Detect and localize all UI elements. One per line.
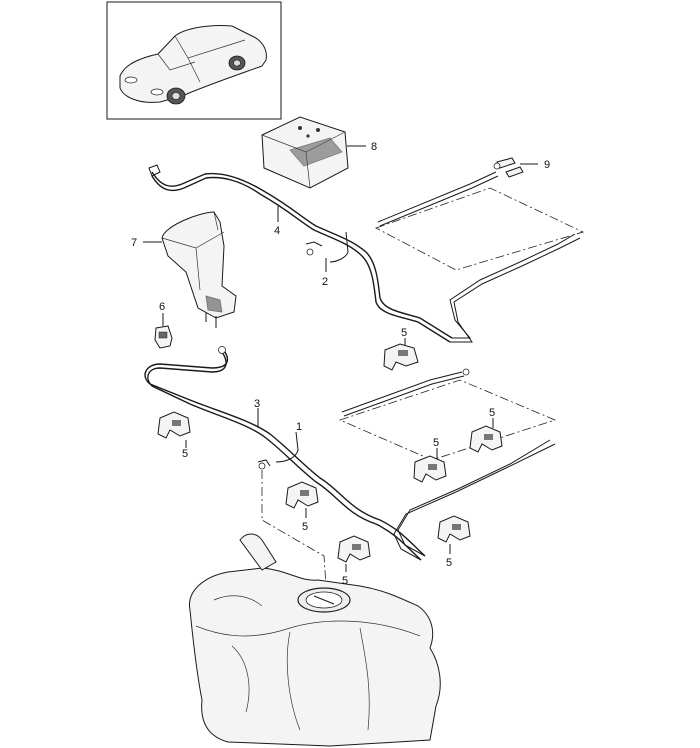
callout-5-right-a: 5 <box>433 437 439 449</box>
fuel-line-lower <box>144 346 556 561</box>
dashed-panel-upper <box>375 171 585 271</box>
clip-5-left <box>157 411 191 448</box>
vehicle-thumbnail <box>106 1 282 120</box>
callout-2: 2 <box>322 276 328 288</box>
dashed-panel-middle <box>338 368 557 461</box>
connector-part-1 <box>257 431 327 587</box>
clip-5-lower-center <box>337 535 371 572</box>
callout-5-right-c: 5 <box>446 557 452 569</box>
callout-8: 8 <box>371 141 377 153</box>
callout-3: 3 <box>254 398 260 410</box>
callout-9: 9 <box>544 159 550 171</box>
connector-pieces <box>493 157 538 178</box>
activated-charcoal-canister <box>143 211 237 328</box>
fuel-filter-box <box>261 116 366 189</box>
callout-5-lower-center: 5 <box>342 575 348 587</box>
clip-5-right-a <box>413 448 447 483</box>
callout-5-left: 5 <box>182 448 188 460</box>
clip-5-upper <box>383 338 419 371</box>
callout-6: 6 <box>159 301 165 313</box>
callout-labels: 1 2 3 4 5 5 5 5 5 5 5 6 7 8 9 <box>131 141 550 587</box>
fuel-line-upper <box>148 164 581 343</box>
fuel-tank <box>189 533 441 747</box>
clip-5-right-c <box>437 515 471 554</box>
callout-5-upper: 5 <box>401 327 407 339</box>
clip-5-right-b <box>469 418 503 453</box>
callout-5-center: 5 <box>302 521 308 533</box>
callout-4: 4 <box>274 225 280 237</box>
callout-1: 1 <box>296 421 302 433</box>
callout-5-right-b: 5 <box>489 407 495 419</box>
car-icon <box>119 25 267 105</box>
clip-5-center <box>285 481 319 518</box>
callout-7: 7 <box>131 237 137 249</box>
clip-part-6 <box>154 313 173 349</box>
